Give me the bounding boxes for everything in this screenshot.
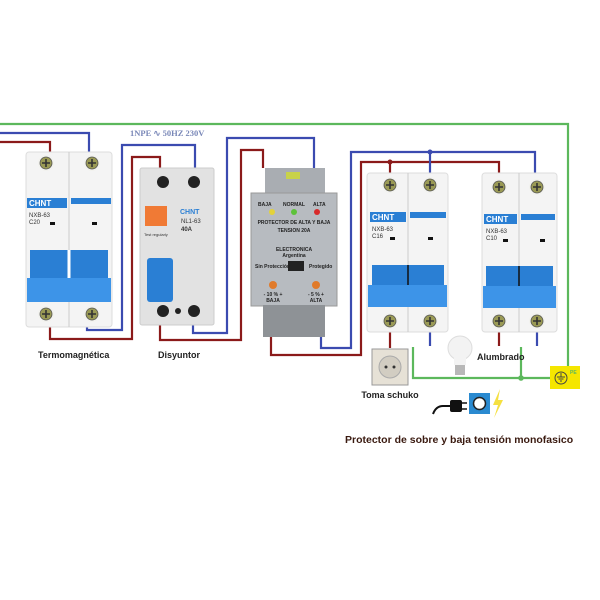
model: NXB-63 [486,229,508,235]
earth-junction [518,375,524,381]
model: NL1-63 [181,219,201,225]
low-adjust-label: BAJA [266,298,280,304]
rating: C20 [29,220,41,226]
main-breaker-caption: Termomagnética [38,350,110,360]
main-breaker[interactable]: CHNT NXB-63 C20 [25,151,113,328]
socket-icon [371,348,409,386]
led-low [269,209,275,215]
led-low-label: BAJA [258,202,272,208]
plug-icon [432,400,467,415]
earth-icon [557,373,565,382]
model: NXB-63 [29,213,51,219]
rcd-lever[interactable] [147,258,173,302]
model: NXB-63 [372,227,394,233]
test-button[interactable] [145,206,167,226]
mode-right: Protegido [309,264,332,270]
led-high [314,209,320,215]
brand: CHNT [29,199,51,208]
rating: C16 [372,234,384,240]
voltage-protector[interactable]: BAJA NORMAL ALTA PROTECTOR DE ALTA Y BAJ… [250,168,338,337]
rcd-caption: Disyuntor [158,350,201,360]
meter-icon [469,393,490,414]
pe-label: PE [570,370,577,376]
test-label: Test regularly [144,232,168,237]
earth-wire-loads [411,347,552,380]
breaker-c10[interactable]: CHNT NXB-63 C10 [481,172,558,333]
lighting-caption: Alumbrado [477,352,525,362]
phase-wire-2 [158,148,265,342]
bulb-icon [447,335,473,375]
neutral-junction [427,149,433,155]
high-adjust-knob[interactable] [312,281,320,289]
breaker-c16[interactable]: CHNT NXB-63 C16 [366,172,449,333]
socket-caption: Toma schuko [361,390,419,400]
phase-junction [387,159,393,165]
protector-rating: TENSION 20A [278,228,311,234]
pe-terminal: PE [550,366,580,389]
supply-label: 1NPE ∿ 50HZ 230V [130,128,205,138]
neutral-wire-3 [319,150,537,350]
wires [0,122,570,380]
mode-left: Sin Protección [255,264,290,270]
led-normal [291,209,297,215]
brand: CHNT [486,215,508,224]
neutral-wire-2 [191,136,316,335]
led-high-label: ALTA [313,202,326,208]
led-normal-label: NORMAL [283,202,305,208]
diagram-title: Protector de sobre y baja tensión monofa… [345,434,573,446]
brand: CHNT [180,209,200,216]
high-adjust-label: ALTA [310,298,323,304]
maker-sub: Argentina [282,253,306,259]
protector-title: PROTECTOR DE ALTA Y BAJA [258,220,331,226]
rating: C10 [486,236,498,242]
high-adjust-range: - 5 % + [308,292,324,298]
earth-wire-main [0,122,570,366]
lightning-icon [493,389,503,418]
neutral-wire-1 [85,143,197,332]
rcd-disyuntor[interactable]: Test regularly CHNT NL1-63 40A [139,167,215,326]
brand: CHNT [372,213,394,222]
mode-switch[interactable] [288,261,304,271]
phase-wire-in [0,140,52,152]
maker: ELECTRONICA [276,247,313,253]
phase-wire-1 [48,155,162,341]
neutral-wire-in [0,131,91,152]
low-adjust-knob[interactable] [269,281,277,289]
low-adjust-range: - 10 % + [264,292,283,298]
phase-wire-3 [269,160,501,357]
rating: 40A [181,227,193,233]
